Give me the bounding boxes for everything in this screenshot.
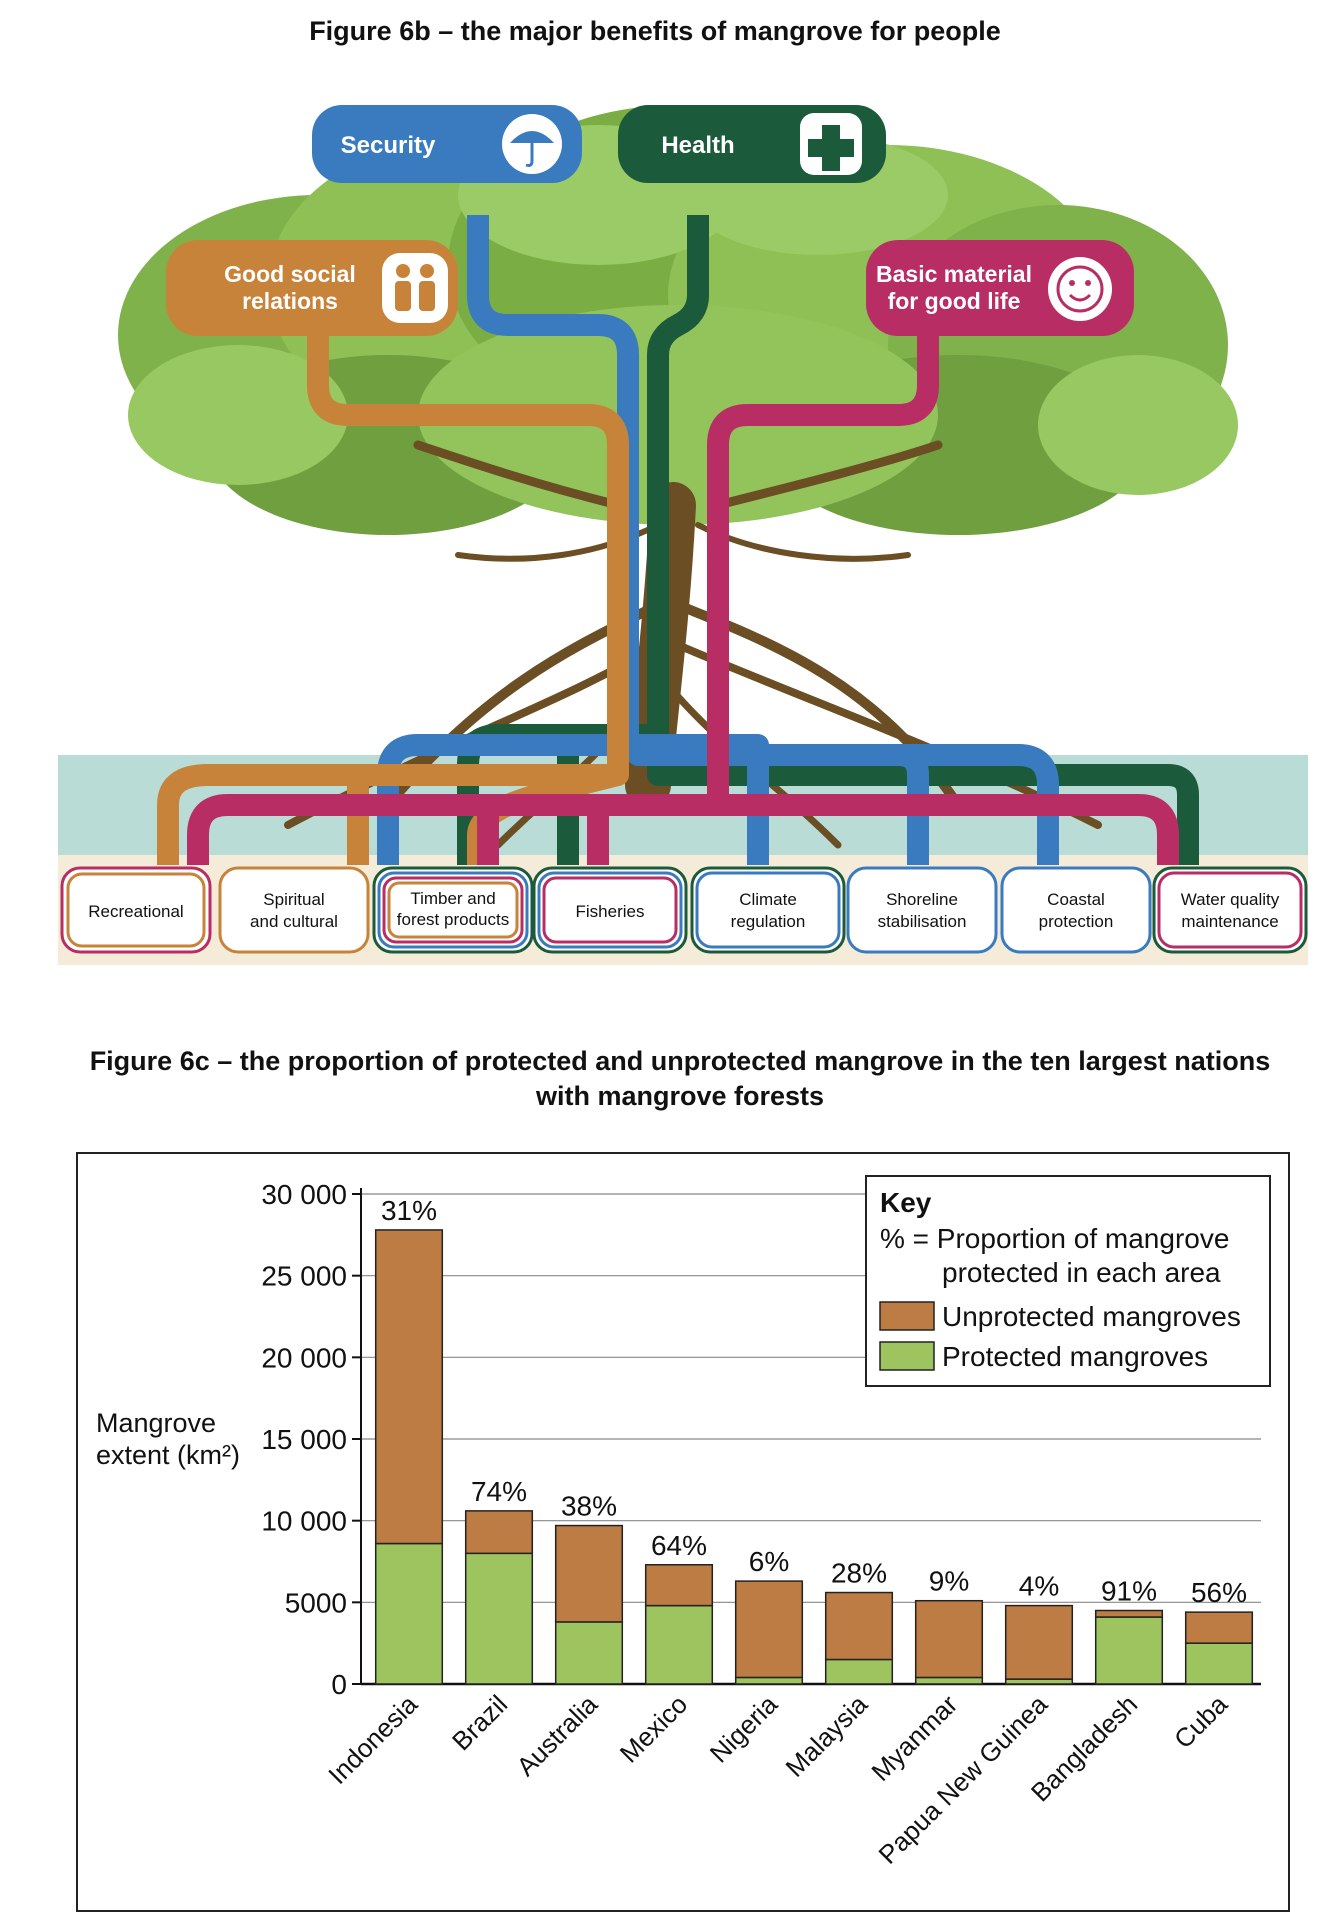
bubble-security-label: Security [341, 132, 436, 159]
bubble-security: Security [312, 105, 582, 183]
service-spiritual: Spiritual and cultural [218, 866, 370, 954]
service-spiritual-label-2: and cultural [250, 912, 338, 931]
bar-protected [824, 1658, 894, 1685]
percent-protected-label: 28% [831, 1558, 887, 1589]
mangrove-benefits-diagram: Security Health Good social relations Ba… [58, 105, 1308, 965]
service-fisheries-label: Fisheries [576, 902, 645, 921]
service-climate: Climate regulation [690, 866, 846, 954]
figure-6c-title: Figure 6c – the proportion of protected … [14, 1044, 1332, 1114]
y-tick-label: 30 000 [261, 1179, 347, 1210]
chart-bars: 31% 74% 38% 64% 6% 28% 9% 4% 91% 56% [374, 1195, 1254, 1685]
bubble-health: Health [618, 105, 886, 183]
y-tick-label: 5000 [285, 1587, 347, 1618]
mangrove-extent-chart: 0 5000 10 000 15 000 20 000 25 000 30 000 31% 7… [76, 1152, 1290, 1912]
legend-swatch-unprotected [879, 1301, 935, 1331]
bar-unprotected [824, 1591, 894, 1661]
service-timber: Timber and forest products [372, 866, 534, 954]
service-climate-label-1: Climate [739, 890, 797, 909]
service-water-quality: Water quality maintenance [1152, 866, 1308, 954]
percent-protected-label: 64% [651, 1530, 707, 1561]
service-spiritual-label-1: Spiritual [263, 890, 324, 909]
bar-protected [554, 1621, 624, 1685]
percent-protected-label: 38% [561, 1491, 617, 1522]
service-water-quality-label-2: maintenance [1181, 912, 1278, 931]
service-recreational: Recreational [60, 866, 212, 954]
service-timber-label-1: Timber and [410, 889, 495, 908]
y-axis: 0 5000 10 000 15 000 20 000 25 000 30 000 [261, 1179, 1261, 1700]
bar-unprotected [644, 1564, 714, 1607]
bar-unprotected [1184, 1611, 1254, 1644]
people-icon [382, 253, 448, 323]
y-tick-label: 15 000 [261, 1424, 347, 1455]
service-shoreline-label-2: stabilisation [878, 912, 967, 931]
bar-unprotected [734, 1580, 804, 1679]
bar-unprotected [554, 1524, 624, 1623]
bar-unprotected [1004, 1604, 1074, 1680]
bar-protected [644, 1604, 714, 1685]
bar-protected [464, 1552, 534, 1685]
percent-protected-label: 6% [749, 1546, 789, 1577]
percent-protected-label: 31% [381, 1195, 437, 1226]
bubble-social-label-1: Good social [224, 261, 356, 287]
benefit-pipes [157, 215, 1199, 865]
bar-protected [734, 1676, 804, 1685]
legend-protected-label: Protected mangroves [942, 1341, 1208, 1372]
legend-pct-line-2: protected in each area [942, 1257, 1221, 1288]
chart-legend: Key % = Proportion of mangrove protected… [865, 1175, 1271, 1387]
service-coastal: Coastal protection [1000, 866, 1152, 954]
service-climate-label-2: regulation [731, 912, 806, 931]
bar-protected [914, 1676, 984, 1685]
percent-protected-label: 56% [1191, 1577, 1247, 1608]
legend-title: Key [880, 1187, 932, 1218]
service-timber-label-2: forest products [397, 910, 509, 929]
figure-6b-title: Figure 6b – the major benefits of mangro… [309, 16, 1001, 46]
percent-protected-label: 74% [471, 1476, 527, 1507]
bubble-social-label-2: relations [242, 288, 338, 314]
legend-swatch-protected [879, 1341, 935, 1371]
percent-protected-label: 91% [1101, 1576, 1157, 1607]
percent-protected-label: 4% [1019, 1571, 1059, 1602]
legend-pct-line-1: % = Proportion of mangrove [880, 1223, 1229, 1254]
y-tick-label: 0 [331, 1669, 347, 1700]
bubble-material: Basic material for good life [866, 240, 1134, 336]
bar-protected [1094, 1616, 1164, 1685]
figure-6c-title-line-2: with mangrove forests [535, 1081, 825, 1111]
percent-protected-label: 9% [929, 1566, 969, 1597]
service-shoreline-label-1: Shoreline [886, 890, 958, 909]
y-axis-label-line-2: extent (km²) [96, 1440, 240, 1470]
bar-unprotected [374, 1229, 444, 1545]
service-water-quality-label-1: Water quality [1181, 890, 1280, 909]
service-fisheries: Fisheries [532, 866, 688, 954]
service-boxes: Recreational Spiritual and cultural Timb… [60, 866, 1308, 954]
y-axis-label-line-1: Mangrove [96, 1408, 216, 1438]
service-recreational-label: Recreational [88, 902, 183, 921]
bar-protected [374, 1542, 444, 1685]
figure-6c-title-line-1: Figure 6c – the proportion of protected … [89, 1046, 1271, 1076]
service-coastal-label-1: Coastal [1047, 890, 1105, 909]
y-tick-label: 10 000 [261, 1506, 347, 1537]
bar-unprotected [914, 1599, 984, 1679]
service-shoreline: Shoreline stabilisation [846, 866, 998, 954]
bubble-material-label-2: for good life [888, 288, 1021, 314]
service-coastal-label-2: protection [1039, 912, 1114, 931]
bar-protected [1184, 1642, 1254, 1685]
bar-unprotected [1094, 1609, 1164, 1618]
bubble-health-label: Health [661, 132, 734, 159]
y-tick-label: 25 000 [261, 1261, 347, 1292]
legend-unprotected-label: Unprotected mangroves [942, 1301, 1241, 1332]
bubble-material-label-1: Basic material [876, 261, 1032, 287]
bubble-social: Good social relations [166, 240, 458, 336]
bar-unprotected [464, 1510, 534, 1555]
y-tick-label: 20 000 [261, 1342, 347, 1373]
